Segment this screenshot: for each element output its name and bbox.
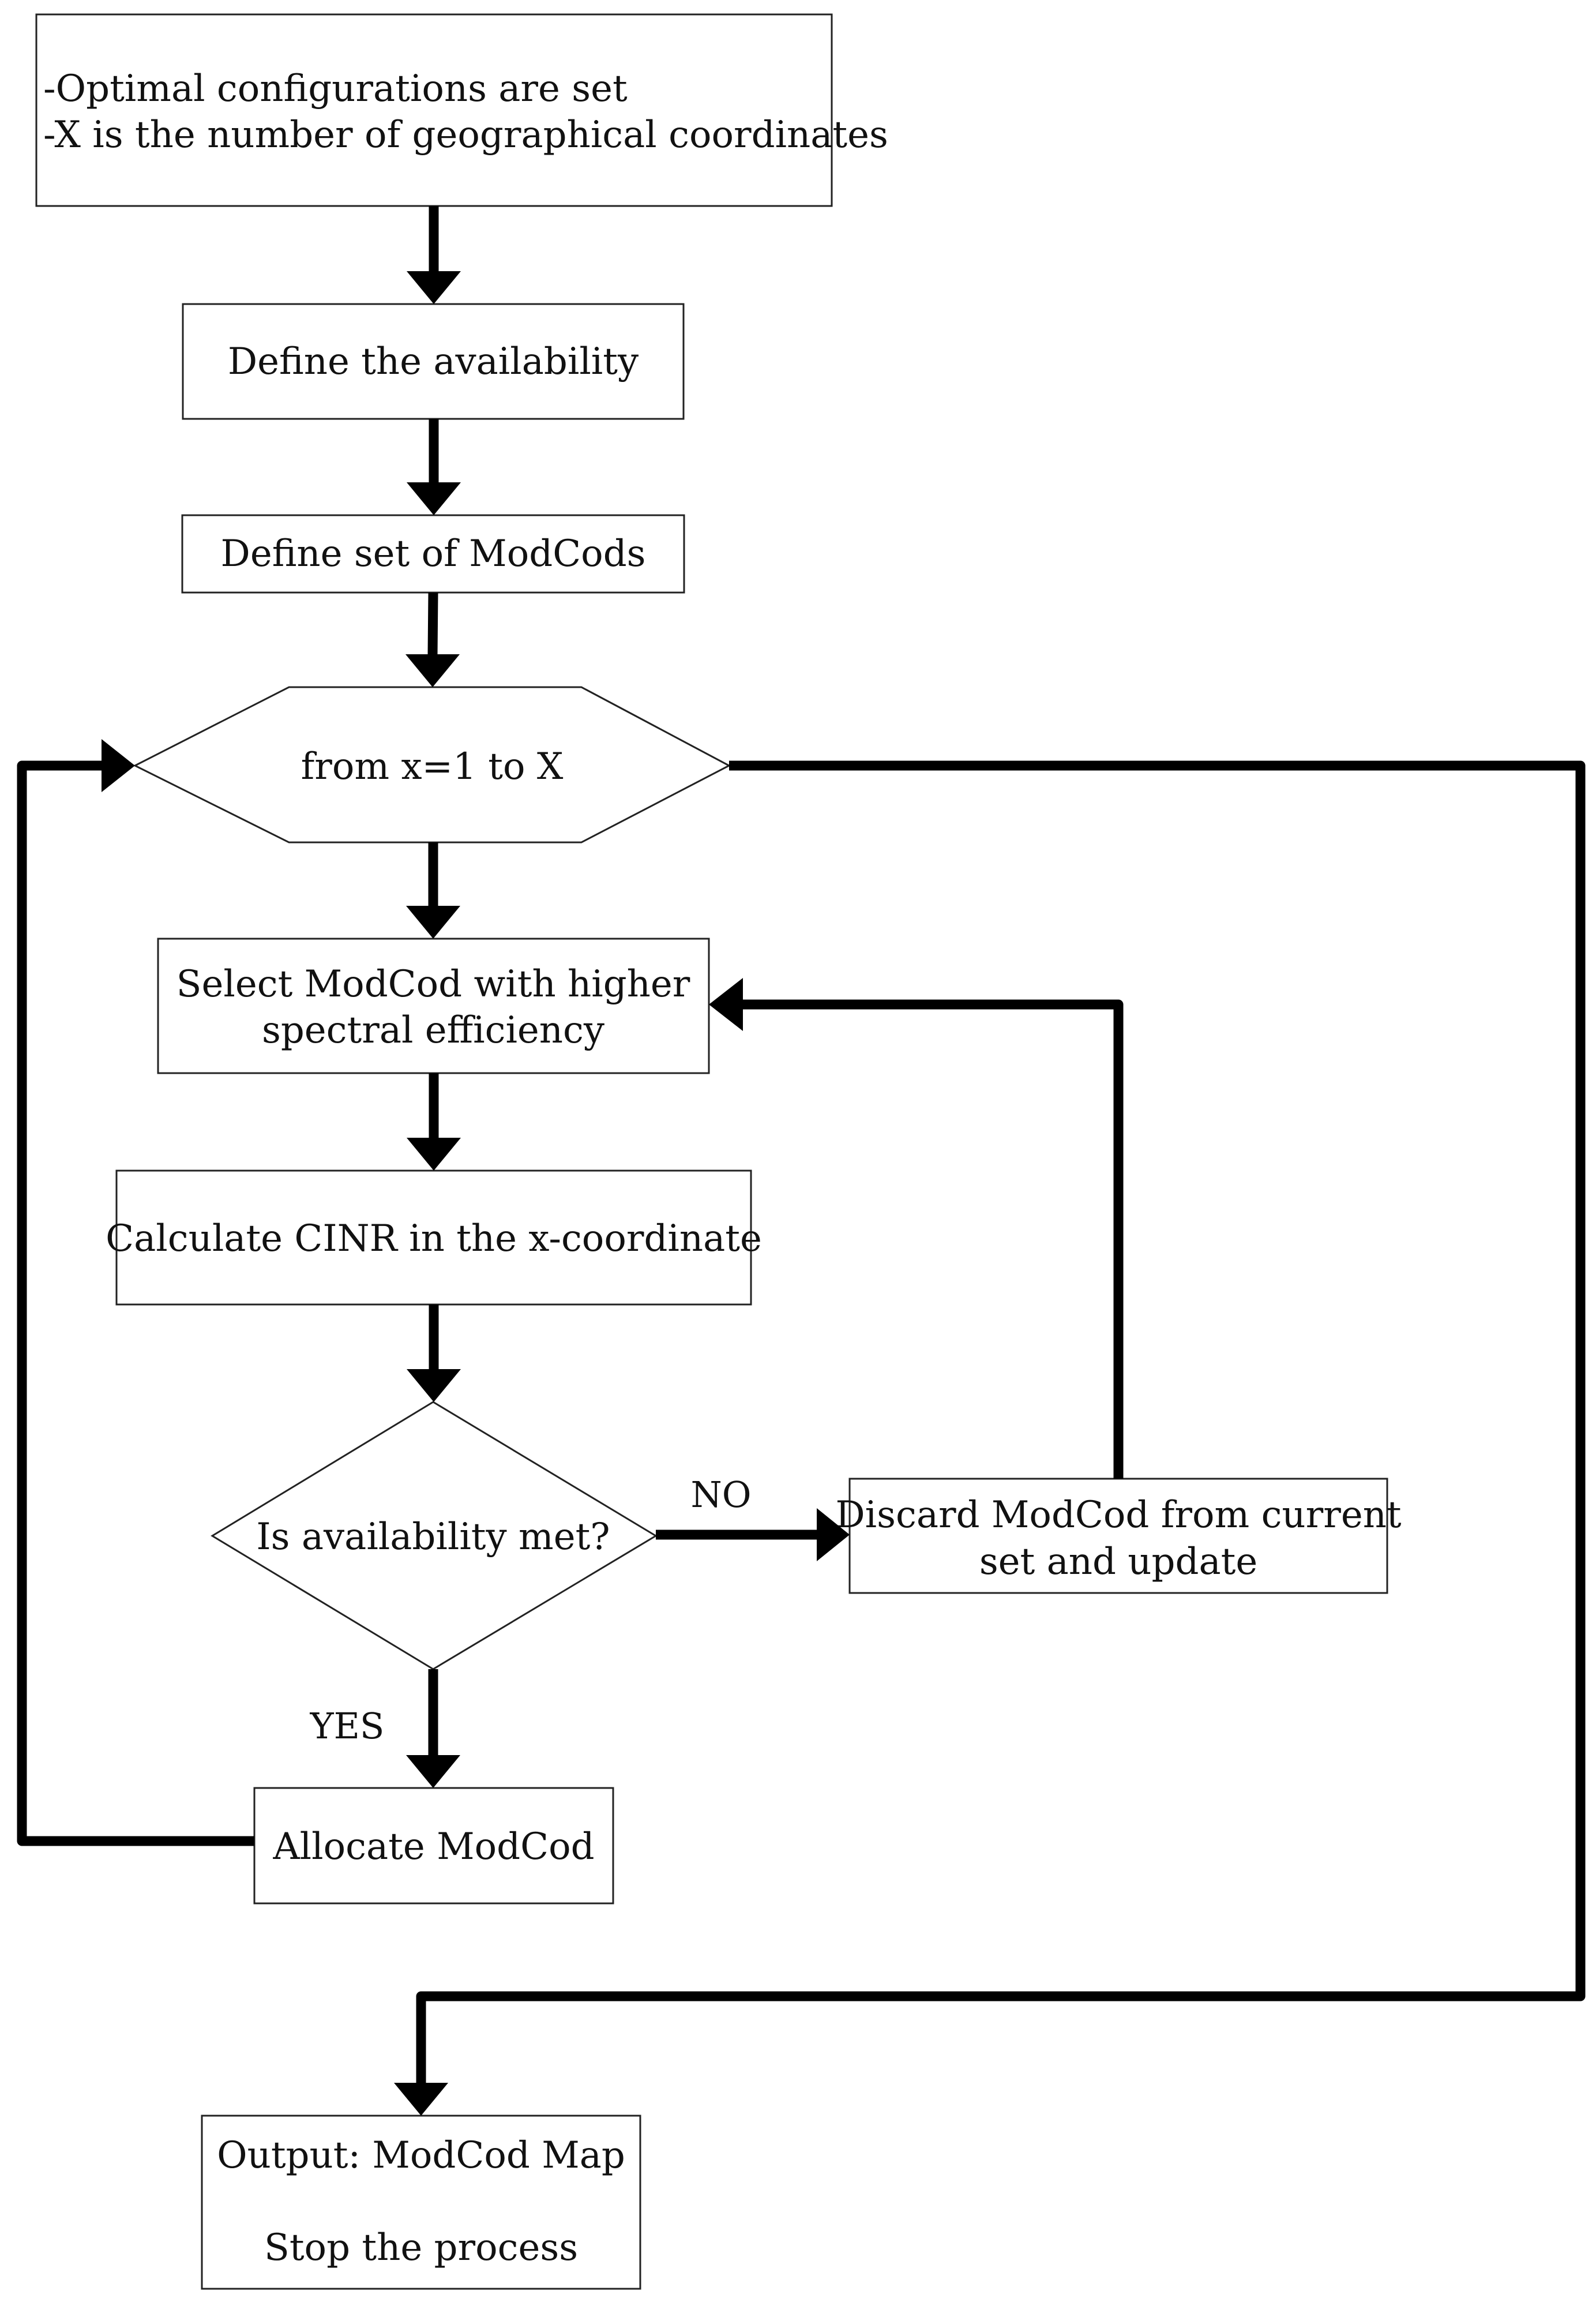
arrow-decision-to-allocate	[406, 1669, 460, 1788]
loop-node: from x=1 to X	[133, 686, 731, 844]
arrow-availability-to-modcods	[407, 419, 461, 515]
arrow-start-to-availability	[407, 206, 461, 304]
select-modcod-line-2: spectral efficiency	[262, 1009, 604, 1052]
discard-node: Discard ModCod from current set and upda…	[835, 1478, 1402, 1594]
define-availability-node: Define the availability	[182, 303, 685, 420]
arrow-modcods-to-loop	[405, 592, 460, 687]
output-node: Output: ModCod Map Stop the process	[201, 2115, 641, 2290]
discard-line-2: set and update	[979, 1540, 1257, 1583]
discard-line-1: Discard ModCod from current	[835, 1494, 1402, 1536]
start-node: -Optimal configurations are set -X is th…	[35, 13, 888, 207]
arrow-select-to-calculate	[407, 1073, 461, 1171]
define-modcods-label: Define set of ModCods	[221, 533, 646, 575]
allocate-label: Allocate ModCod	[272, 1825, 594, 1868]
define-modcods-node: Define set of ModCods	[181, 514, 685, 594]
allocate-node: Allocate ModCod	[253, 1787, 614, 1905]
arrow-loop-to-output	[394, 760, 1586, 2116]
yes-label: YES	[310, 1705, 385, 1747]
output-line-1: Output: ModCod Map	[217, 2134, 625, 2177]
arrow-loop-to-select	[406, 842, 460, 939]
define-availability-label: Define the availability	[228, 340, 639, 383]
arrow-allocate-to-loop	[17, 739, 254, 1846]
select-modcod-node: Select ModCod with higher spectral effic…	[157, 938, 710, 1074]
calculate-cinr-node: Calculate CINR in the x-coordinate	[106, 1169, 762, 1306]
output-line-2: Stop the process	[264, 2226, 578, 2269]
loop-label: from x=1 to X	[301, 745, 564, 788]
start-line-2: -X is the number of geographical coordin…	[43, 114, 888, 156]
arrow-discard-to-select	[709, 978, 1124, 1479]
select-modcod-line-1: Select ModCod with higher	[177, 963, 690, 1006]
arrow-calculate-to-decision	[407, 1304, 461, 1402]
decision-label: Is availability met?	[256, 1516, 610, 1558]
arrow-decision-to-discard	[656, 1508, 850, 1561]
start-line-1: -Optimal configurations are set	[43, 68, 628, 110]
no-label: NO	[690, 1474, 751, 1516]
decision-node: Is availability met?	[211, 1401, 658, 1670]
calculate-cinr-label: Calculate CINR in the x-coordinate	[106, 1217, 762, 1260]
